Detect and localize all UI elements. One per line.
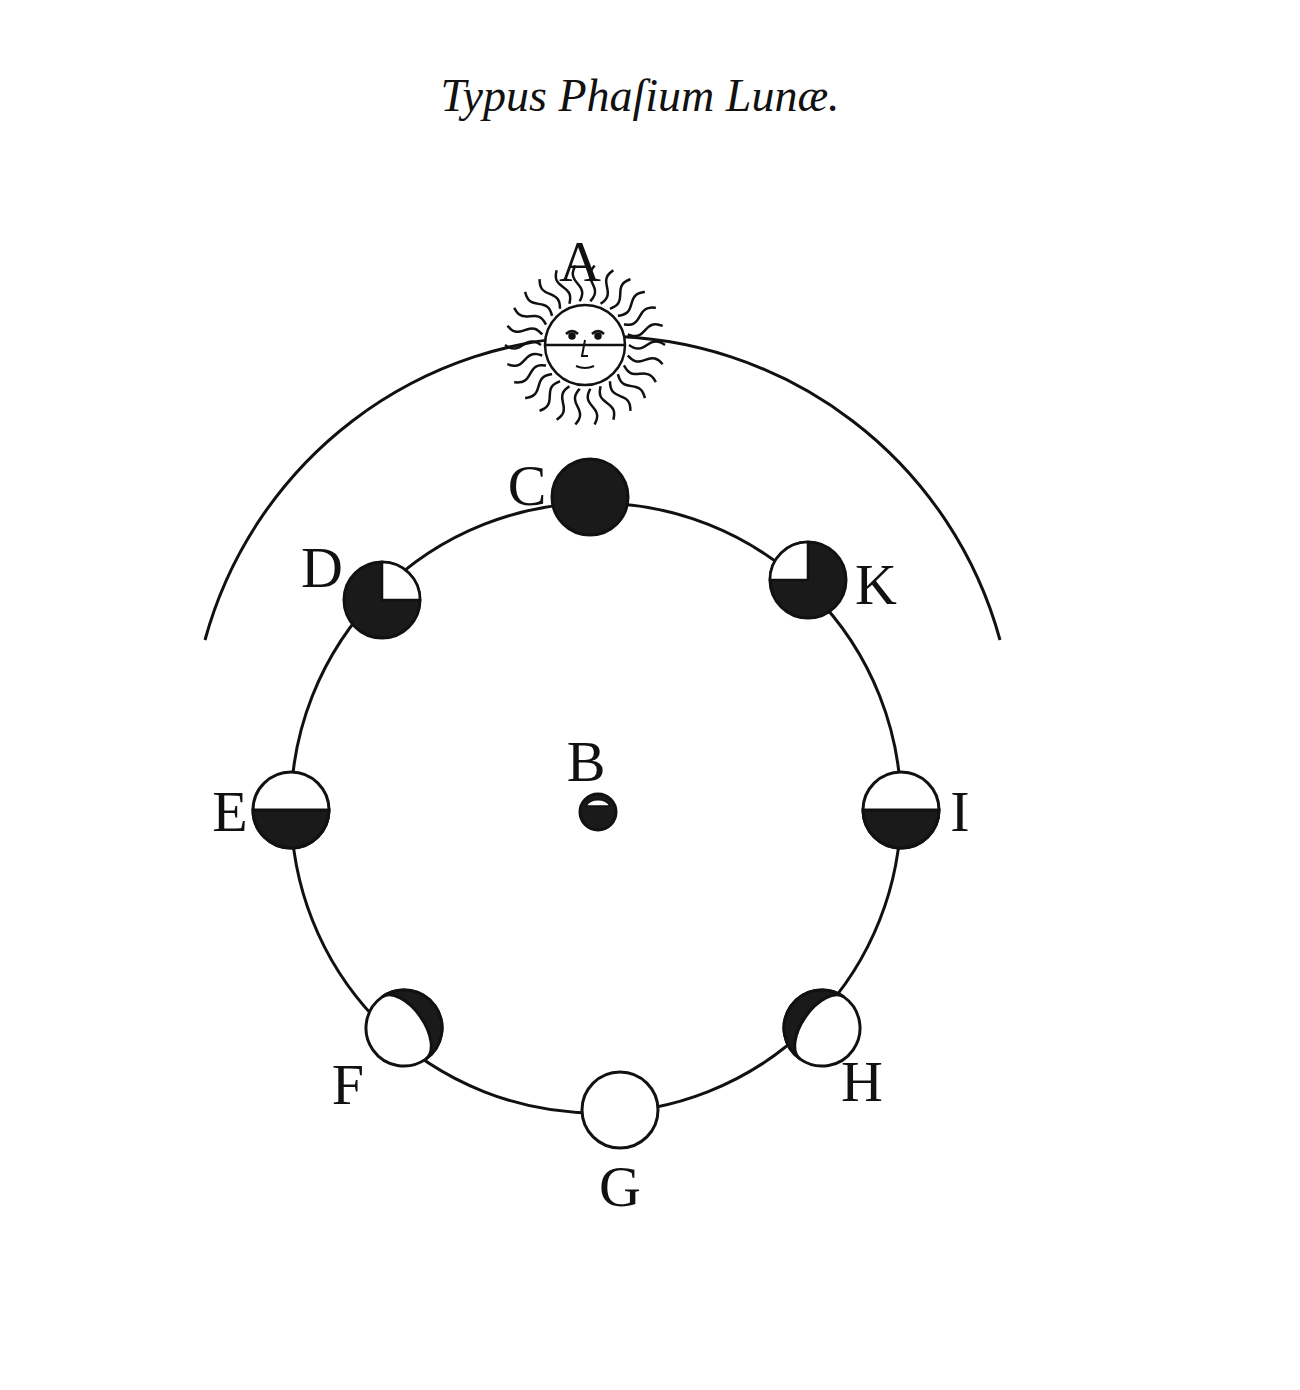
point-letter: H xyxy=(841,1053,883,1111)
sun-ray xyxy=(601,270,614,304)
moon-full xyxy=(582,1072,658,1148)
sun-ray xyxy=(505,341,541,348)
moon-crescent-dark xyxy=(770,542,846,618)
point-letter: B xyxy=(567,733,606,791)
sun-ray xyxy=(525,292,552,316)
sun-ray xyxy=(525,374,552,398)
sun-ray xyxy=(540,381,560,411)
point-letter: K xyxy=(855,556,897,614)
sun-ray xyxy=(610,381,630,411)
point-letter: G xyxy=(599,1158,641,1216)
sun-ray xyxy=(624,365,656,382)
sun-ray xyxy=(610,279,630,309)
title: Typus Phaſium Lunæ. xyxy=(440,69,839,122)
sun-face xyxy=(545,305,625,385)
point-letter: D xyxy=(301,539,343,597)
moon-quarter xyxy=(863,772,939,848)
sun-ray xyxy=(514,365,546,382)
sun-ray xyxy=(540,279,560,309)
moon-gibbous xyxy=(351,975,457,1081)
sun-ray xyxy=(507,326,542,335)
sun-ray xyxy=(618,292,645,316)
point-letter: I xyxy=(950,783,969,841)
moon-quarter xyxy=(253,772,329,848)
sun-ray xyxy=(628,324,663,336)
sun-ray xyxy=(629,341,665,348)
sun-ray xyxy=(514,308,546,325)
earth xyxy=(580,794,616,830)
sun-ray xyxy=(557,386,570,420)
sun-ray xyxy=(618,374,645,398)
sun-ray xyxy=(628,356,663,365)
sun-ray xyxy=(575,389,580,425)
point-letter: A xyxy=(559,233,601,291)
moon-crescent-dark xyxy=(344,562,420,638)
point-letter: F xyxy=(332,1056,364,1114)
point-letter: E xyxy=(212,783,247,841)
sun-ray xyxy=(507,354,542,366)
moon-orbit xyxy=(291,503,901,1113)
sun-ray xyxy=(588,389,597,425)
sun-ray xyxy=(624,308,656,325)
sun-ray xyxy=(600,386,614,420)
point-letter: C xyxy=(508,457,547,515)
moon-new xyxy=(552,459,628,535)
